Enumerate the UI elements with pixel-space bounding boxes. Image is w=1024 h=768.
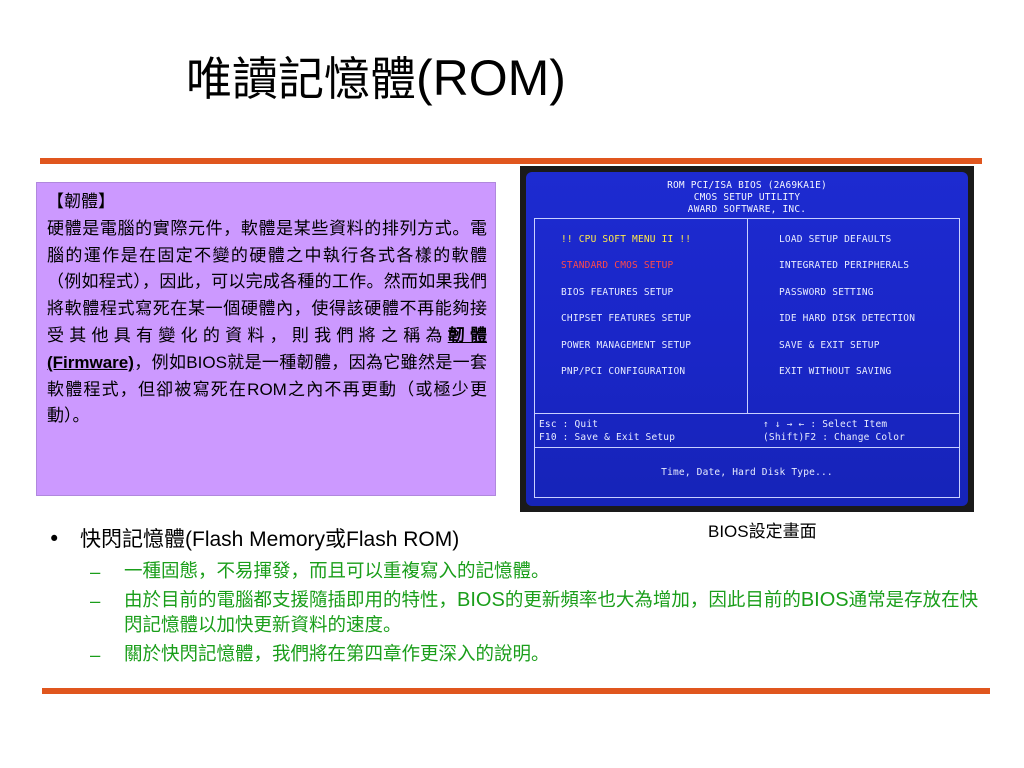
- bios-help-line: F10 : Save & Exit Setup: [539, 432, 676, 443]
- bios-header-line: ROM PCI/ISA BIOS (2A69KA1E): [667, 180, 827, 191]
- sub-bullet-item: – 一種固態，不易揮發，而且可以重複寫入的記憶體。: [44, 559, 994, 584]
- bios-menu-item: LOAD SETUP DEFAULTS: [779, 234, 892, 245]
- firmware-heading: 【韌體】: [47, 192, 115, 212]
- bullet-text-b: (Flash Memory: [185, 528, 326, 551]
- bullet-text-a: 快閃記憶體: [80, 527, 185, 551]
- sub-bullet-text: 的更新頻率也大為增加，因此目前的: [504, 590, 801, 611]
- bios-left-column: !! CPU SOFT MENU II !! STANDARD CMOS SET…: [561, 233, 691, 391]
- bullet-text-c: 或: [325, 527, 347, 551]
- bios-menu-item: INTEGRATED PERIPHERALS: [779, 260, 910, 272]
- sub-bullet-item: – 關於快閃記憶體，我們將在第四章作更深入的說明。: [44, 642, 994, 667]
- bullet-list: • 快閃記憶體(Flash Memory或Flash ROM) – 一種固態，不易揮…: [44, 524, 994, 671]
- sub-bullet-dash: –: [90, 644, 101, 665]
- top-divider: [40, 158, 982, 164]
- firmware-note-box: 【韌體】 硬體是電腦的實際元件，軟體是某些資料的排列方式。電腦的運作是在固定不變…: [36, 182, 496, 496]
- bios-menu-item: EXIT WITHOUT SAVING: [779, 365, 892, 377]
- bios-screenshot: ROM PCI/ISA BIOS (2A69KA1E) CMOS SETUP U…: [520, 166, 974, 512]
- firmware-rom-word: ROM: [247, 379, 287, 399]
- firmware-text-2b: 就是一種韌體，因為它雖然是一套軟體程式，但卻被寫死在: [47, 352, 488, 400]
- sub-bullet-list: – 一種固態，不易揮發，而且可以重複寫入的記憶體。 – 由於目前的電腦都支援隨插即用…: [44, 559, 994, 667]
- caption-latin: BIOS: [708, 522, 749, 541]
- sub-bullet-text: 由於目前的電腦都支援隨插即用的特性，: [124, 590, 458, 611]
- bios-menu-item: !! CPU SOFT MENU II !!: [561, 234, 692, 245]
- bullet-flash-memory: • 快閃記憶體(Flash Memory或Flash ROM): [44, 524, 994, 555]
- sub-bullet-text: 一種固態，不易揮發，而且可以重複寫入的記憶體。: [124, 561, 550, 582]
- bios-menu-item: BIOS FEATURES SETUP: [561, 286, 674, 298]
- bios-footer: Time, Date, Hard Disk Type...: [534, 448, 960, 498]
- firmware-text-2a: ，例如: [133, 352, 187, 373]
- bios-right-column: LOAD SETUP DEFAULTS INTEGRATED PERIPHERA…: [779, 233, 915, 391]
- sub-bullet-text: 通常是存放在快閃記憶體以加快更新資料的速度。: [124, 590, 979, 636]
- bios-header: ROM PCI/ISA BIOS (2A69KA1E) CMOS SETUP U…: [526, 180, 968, 216]
- bullet-dot: •: [48, 527, 61, 551]
- firmware-bios-word: BIOS: [186, 352, 227, 372]
- bios-screen: ROM PCI/ISA BIOS (2A69KA1E) CMOS SETUP U…: [526, 172, 968, 506]
- bios-help-line: ↑ ↓ → ← : Select Item: [763, 419, 888, 430]
- firmware-paragraph: 硬體是電腦的實際元件，軟體是某些資料的排列方式。電腦的運作是在固定不變的硬體之中…: [47, 216, 487, 430]
- bios-help-right: ↑ ↓ → ← : Select Item (Shift)F2 : Change…: [763, 418, 905, 444]
- bios-help-line: (Shift)F2 : Change Color: [763, 432, 906, 443]
- firmware-text-2c: 之內不再更動（或極少更動）。: [47, 379, 488, 427]
- bottom-divider: [42, 688, 990, 694]
- firmware-term-zh: 韌體: [447, 325, 488, 346]
- bios-menu-item: PNP/PCI CONFIGURATION: [561, 365, 686, 377]
- sub-bullet-dash: –: [90, 561, 101, 582]
- slide-title-latin: (ROM): [416, 50, 566, 106]
- bios-help-line: Esc : Quit: [539, 419, 599, 430]
- bios-column-divider: [747, 219, 748, 413]
- bios-menu-item: IDE HARD DISK DETECTION: [779, 313, 916, 325]
- sub-bullet-dash: –: [90, 590, 101, 611]
- bullet-text-d: Flash ROM): [346, 528, 460, 551]
- bios-caption: BIOS設定畫面: [708, 520, 817, 544]
- firmware-term-en: (Firmware): [47, 352, 134, 372]
- slide-title-zh: 唯讀記憶體: [186, 52, 416, 106]
- bios-menu-item: PASSWORD SETTING: [779, 286, 874, 298]
- caption-zh: 設定畫面: [748, 522, 817, 542]
- bios-help-left: Esc : Quit F10 : Save & Exit Setup: [539, 418, 675, 444]
- bios-header-line: AWARD SOFTWARE, INC.: [687, 204, 807, 215]
- sub-bullet-bios: BIOS: [457, 589, 505, 611]
- bios-menu-item: CHIPSET FEATURES SETUP: [561, 313, 692, 325]
- firmware-text-1: 硬體是電腦的實際元件，軟體是某些資料的排列方式。電腦的運作是在固定不變的硬體之中…: [47, 218, 487, 346]
- bios-menu-grid: !! CPU SOFT MENU II !! STANDARD CMOS SET…: [534, 218, 960, 414]
- slide-title: 唯讀記憶體(ROM): [186, 48, 566, 109]
- bios-menu-item: SAVE & EXIT SETUP: [779, 339, 880, 351]
- bios-menu-item-selected: STANDARD CMOS SETUP: [561, 260, 674, 272]
- sub-bullet-item: –由於目前的電腦都支援隨插即用的特性，BIOS的更新頻率也大為增加，因此目前的B…: [44, 588, 994, 638]
- sub-bullet-text: 關於快閃記憶體，我們將在第四章作更深入的說明。: [124, 644, 550, 665]
- bios-menu-item: POWER MANAGEMENT SETUP: [561, 339, 692, 351]
- bios-header-line: CMOS SETUP UTILITY: [693, 192, 801, 203]
- bios-key-help: Esc : Quit F10 : Save & Exit Setup ↑ ↓ →…: [534, 414, 960, 448]
- sub-bullet-bios: BIOS: [800, 589, 849, 611]
